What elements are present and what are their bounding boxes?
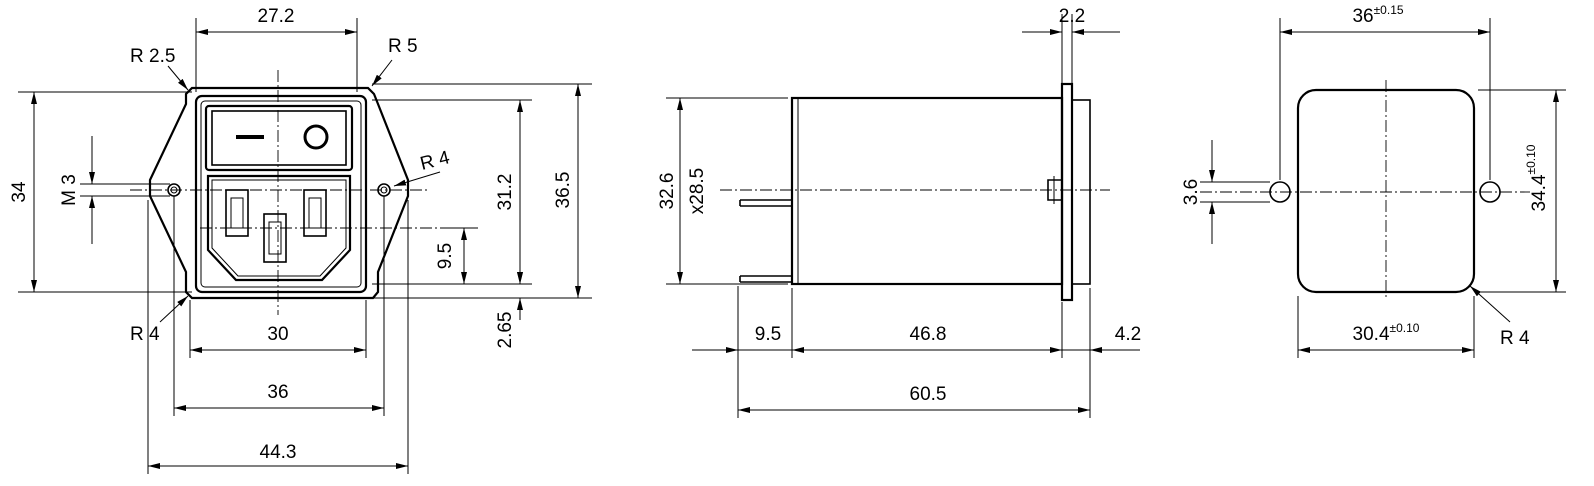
dim-34-4: 34.4±0.10: [1524, 144, 1550, 211]
switch-off-symbol: [303, 124, 329, 150]
side-pin-bottom: [739, 275, 792, 283]
dim-30: 30: [267, 324, 288, 345]
side-body: [790, 96, 1064, 286]
rear-view: 36±0.15 34.4±0.10 3.6 30.4±0.10 R 4: [1181, 3, 1566, 358]
dim-4-2: 4.2: [1115, 324, 1141, 345]
radius-2-5: R 2.5: [130, 46, 175, 67]
dim-30-4: 30.4±0.10: [1353, 321, 1420, 345]
switch-rocker: [211, 110, 347, 166]
radius-4-bottom: R 4: [130, 324, 160, 345]
side-pin-top: [739, 199, 792, 207]
dim-36-rear: 36±0.15: [1352, 3, 1403, 27]
socket-pin-left: [225, 189, 249, 237]
dim-31-2: 31.2: [495, 174, 516, 211]
dim-2-2: 2.2: [1059, 6, 1085, 27]
dim-m3: M 3: [59, 174, 80, 206]
dim-9-5-side: 9.5: [755, 324, 781, 345]
dim-44-3: 44.3: [260, 442, 297, 463]
iec-socket-outline: [206, 174, 352, 282]
dim-27-2: 27.2: [258, 6, 295, 27]
dim-3-6: 3.6: [1181, 179, 1202, 205]
socket-pin-right: [303, 189, 327, 237]
radius-4-mount: R 4: [418, 147, 452, 175]
side-flange: [1060, 82, 1074, 302]
socket-pin-earth: [263, 213, 287, 263]
radius-4-rear: R 4: [1500, 328, 1530, 349]
switch-housing: [204, 104, 354, 172]
dim-9-5: 9.5: [435, 243, 456, 269]
front-view: 27.2 R 2.5 R 5 R 4 R 4 34 M 3 31.2 36.5 …: [9, 6, 592, 474]
dim-36-5: 36.5: [553, 172, 574, 209]
dim-60-5: 60.5: [910, 384, 947, 405]
front-flange-outline: [148, 86, 410, 300]
dim-34: 34: [9, 181, 30, 203]
radius-5: R 5: [388, 36, 418, 57]
dim-46-8: 46.8: [910, 324, 947, 345]
dim-28-5: x28.5: [687, 168, 708, 214]
dim-2-65: 2.65: [495, 312, 516, 349]
dim-32-6: 32.6: [657, 173, 678, 210]
front-inner-frame: [194, 94, 368, 294]
dim-36: 36: [267, 382, 288, 403]
side-view: 2.2 32.6 x28.5 9.5 46.8 4.2 60.5: [657, 6, 1141, 418]
